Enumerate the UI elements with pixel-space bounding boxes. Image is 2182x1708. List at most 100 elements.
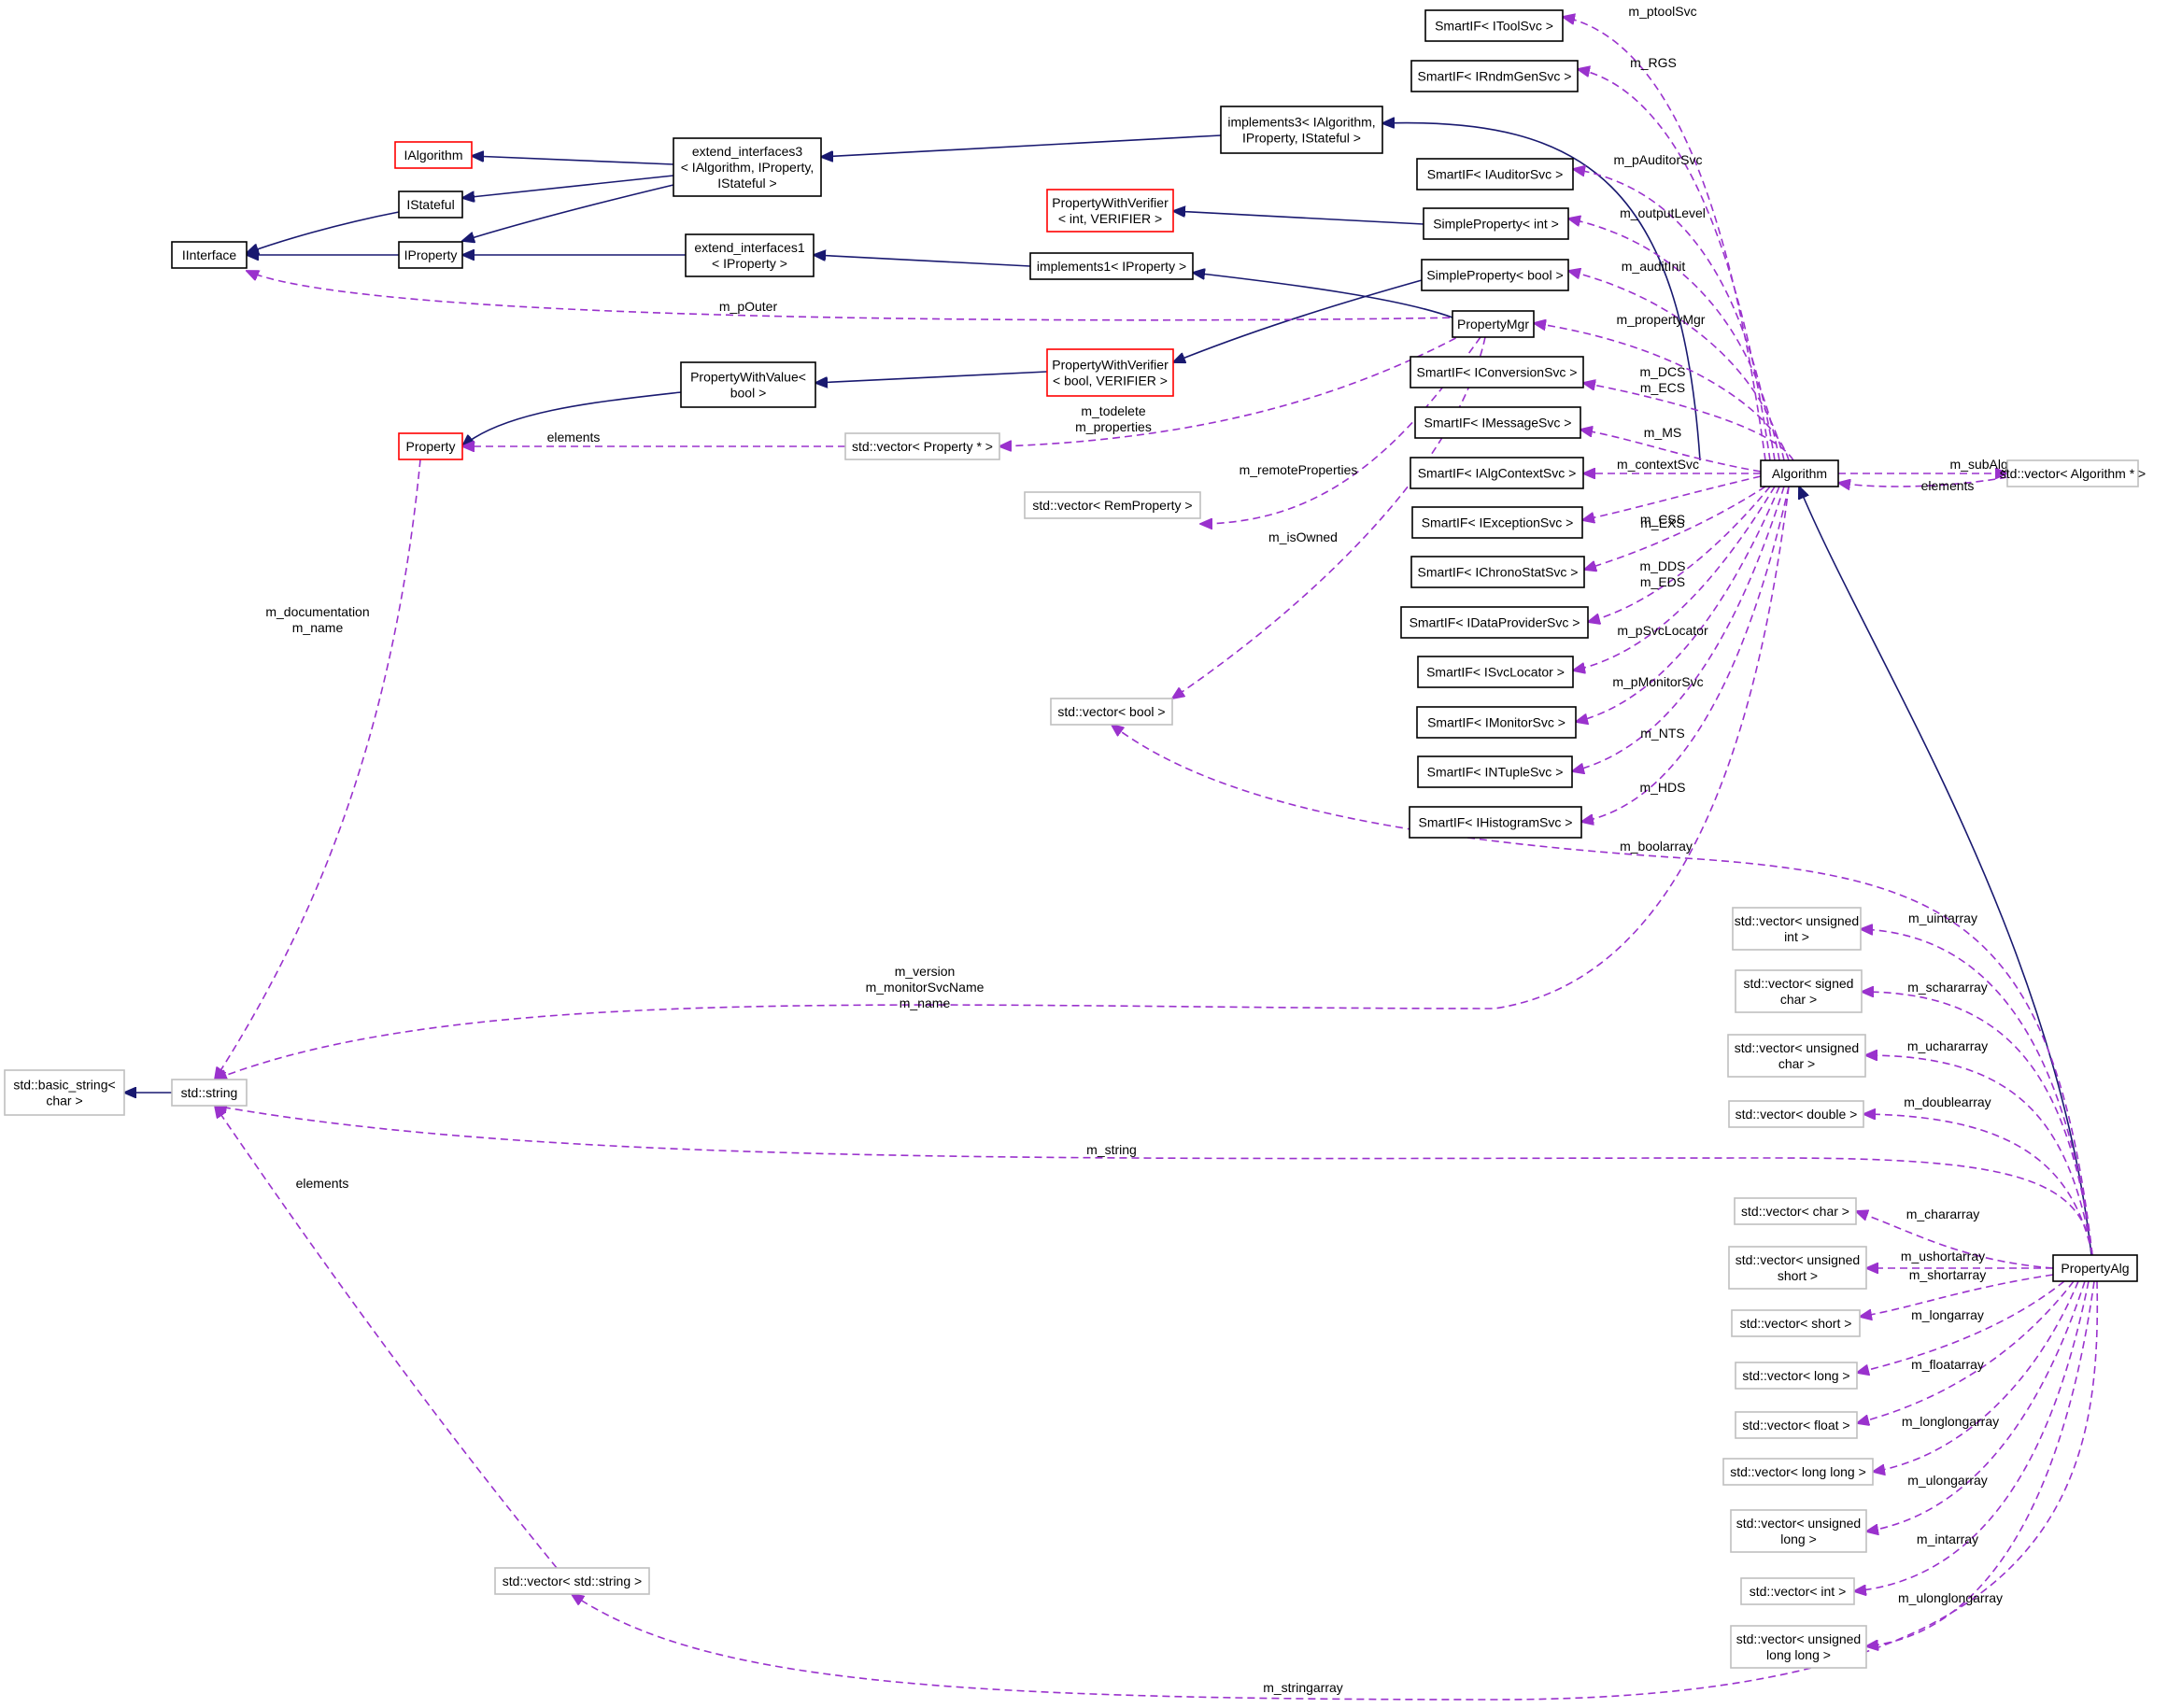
node-label: Algorithm — [1772, 466, 1827, 481]
class-node-intuplesvc[interactable]: SmartIF< INTupleSvc > — [1417, 755, 1573, 788]
class-node-propertyalg[interactable]: PropertyAlg — [2052, 1254, 2138, 1282]
edge-label-m-ulongarray: m_ulongarray — [1907, 1473, 1988, 1488]
edge-label-line: m_DCS — [1639, 364, 1685, 379]
node-box — [1410, 457, 1584, 489]
class-node-idataprovidersvc[interactable]: SmartIF< IDataProviderSvc > — [1400, 606, 1589, 639]
edge-label-m-uintarray: m_uintarray — [1908, 910, 1977, 925]
class-node-vec-short[interactable]: std::vector< short > — [1731, 1309, 1861, 1337]
class-node-iexceptionsvc[interactable]: SmartIF< IExceptionSvc > — [1411, 506, 1583, 539]
class-node-implements1[interactable]: implements1< IProperty > — [1029, 252, 1194, 280]
class-node-isvclocator[interactable]: SmartIF< ISvcLocator > — [1417, 656, 1574, 688]
node-label: SmartIF< IMessageSvc > — [1424, 416, 1572, 431]
edge-label-line: m_CSS — [1640, 512, 1685, 527]
class-node-iauditorsvc[interactable]: SmartIF< IAuditorSvc > — [1416, 158, 1574, 191]
node-label: std::basic_string< — [13, 1078, 115, 1093]
inheritance-edge — [1382, 123, 1701, 461]
node-box — [171, 1079, 248, 1107]
edge-label-line: m_ptoolSvc — [1628, 4, 1696, 19]
usage-edge — [1860, 1274, 2054, 1317]
class-node-itoolsvc[interactable]: SmartIF< IToolSvc > — [1424, 9, 1564, 42]
class-node-iconversionsvc[interactable]: SmartIF< IConversionSvc > — [1410, 356, 1584, 388]
class-node-simpleprop-int[interactable]: SimpleProperty< int > — [1423, 207, 1569, 240]
usage-edge — [1580, 430, 1762, 473]
edge-label-line: m_doublearray — [1904, 1094, 1991, 1109]
class-node-ihistogramsvc[interactable]: SmartIF< IHistogramSvc > — [1409, 806, 1582, 839]
class-node-pwv-bool[interactable]: PropertyWithVerifier< bool, VERIFIER > — [1046, 348, 1174, 397]
node-box — [685, 233, 815, 277]
class-node-vec-double[interactable]: std::vector< double > — [1728, 1100, 1864, 1128]
class-node-property[interactable]: Property — [398, 432, 463, 460]
node-label: std::vector< double > — [1736, 1107, 1858, 1122]
class-node-istateful[interactable]: IStateful — [398, 191, 463, 219]
class-node-pwvalue-bool[interactable]: PropertyWithValue<bool > — [680, 361, 816, 408]
edge-label-line: m_longlongarray — [1902, 1414, 1999, 1429]
class-node-vec-long[interactable]: std::vector< long > — [1735, 1362, 1858, 1390]
edge-label-line: m_RGS — [1630, 55, 1677, 70]
node-label: std::vector< float > — [1742, 1418, 1849, 1433]
edge-label-line: m_ushortarray — [1901, 1249, 1985, 1263]
node-label: extend_interfaces1 — [694, 240, 805, 255]
edge-label-elements-algorithm: elements — [1921, 478, 1975, 493]
class-node-vec-float[interactable]: std::vector< float > — [1735, 1411, 1858, 1439]
edge-label-m-longlongarray: m_longlongarray — [1902, 1414, 1999, 1429]
class-node-propertymgr[interactable]: PropertyMgr — [1452, 310, 1535, 338]
class-node-extend3[interactable]: extend_interfaces3< IAlgorithm, IPropert… — [673, 137, 822, 197]
class-node-implements3[interactable]: implements3< IAlgorithm,IProperty, IStat… — [1220, 106, 1383, 154]
node-label: std::vector< char > — [1741, 1204, 1849, 1219]
class-node-imessagesvc[interactable]: SmartIF< IMessageSvc > — [1414, 406, 1581, 439]
node-box — [1417, 656, 1574, 688]
node-box — [1416, 158, 1574, 191]
class-node-vec-algorithm[interactable]: std::vector< Algorithm * > — [2000, 459, 2146, 487]
node-label: SmartIF< IConversionSvc > — [1417, 365, 1578, 380]
class-node-vec-remproperty[interactable]: std::vector< RemProperty > — [1024, 491, 1201, 519]
class-node-iproperty[interactable]: IProperty — [398, 241, 463, 269]
node-box — [398, 432, 463, 460]
class-node-ialgorithm[interactable]: IAlgorithm — [394, 141, 473, 169]
class-node-algorithm[interactable]: Algorithm — [1760, 459, 1839, 487]
node-label: SmartIF< IExceptionSvc > — [1422, 515, 1574, 530]
class-node-vec-int[interactable]: std::vector< int > — [1740, 1577, 1855, 1605]
class-node-irndmgensvc[interactable]: SmartIF< IRndmGenSvc > — [1410, 60, 1579, 92]
class-node-vec-property[interactable]: std::vector< Property * > — [844, 432, 1000, 460]
class-node-vec-bool[interactable]: std::vector< bool > — [1050, 698, 1173, 726]
class-node-pwv-int[interactable]: PropertyWithVerifier< int, VERIFIER > — [1046, 189, 1174, 233]
edge-label-m-hds: m_HDS — [1639, 780, 1685, 795]
class-node-ialgcontextsvc[interactable]: SmartIF< IAlgContextSvc > — [1410, 457, 1584, 489]
usage-edge — [1534, 323, 1790, 461]
edge-label-line: m_boolarray — [1620, 839, 1693, 854]
node-box — [1400, 606, 1589, 639]
edge-label-line: m_longarray — [1911, 1307, 1984, 1322]
class-node-vec-stdstring[interactable]: std::vector< std::string > — [494, 1567, 650, 1595]
usage-edge — [1873, 1280, 2079, 1472]
class-node-simpleprop-bool[interactable]: SimpleProperty< bool > — [1421, 259, 1569, 291]
edge-label-m-propertymgr: m_propertyMgr — [1617, 312, 1706, 327]
node-label: std::vector< RemProperty > — [1032, 498, 1192, 513]
inheritance-edge — [815, 371, 1048, 383]
class-node-vec-longlong[interactable]: std::vector< long long > — [1722, 1458, 1874, 1486]
class-node-vec-char[interactable]: std::vector< char > — [1734, 1197, 1857, 1225]
node-label: SmartIF< IToolSvc > — [1435, 19, 1553, 34]
class-node-ichronostatsvc[interactable]: SmartIF< IChronoStatSvc > — [1410, 556, 1585, 588]
node-label: SmartIF< IDataProviderSvc > — [1410, 615, 1580, 630]
node-label: IStateful > — [717, 176, 776, 191]
class-node-std-string[interactable]: std::string — [171, 1079, 248, 1107]
class-node-basic-string[interactable]: std::basic_string<char > — [4, 1069, 125, 1116]
inheritance-edge — [1173, 275, 1439, 362]
edge-label-line: m_floatarray — [1911, 1357, 1984, 1372]
class-node-imonitorsvc[interactable]: SmartIF< IMonitorSvc > — [1416, 706, 1577, 739]
node-box — [1414, 406, 1581, 439]
class-node-iinterface[interactable]: IInterface — [171, 241, 248, 269]
edge-labels: m_ptoolSvcm_RGSm_pAuditorSvcm_outputLeve… — [265, 4, 2025, 1695]
node-box — [171, 241, 248, 269]
class-node-extend1[interactable]: extend_interfaces1< IProperty > — [685, 233, 815, 277]
edge-label-line: m_ECS — [1640, 380, 1685, 395]
